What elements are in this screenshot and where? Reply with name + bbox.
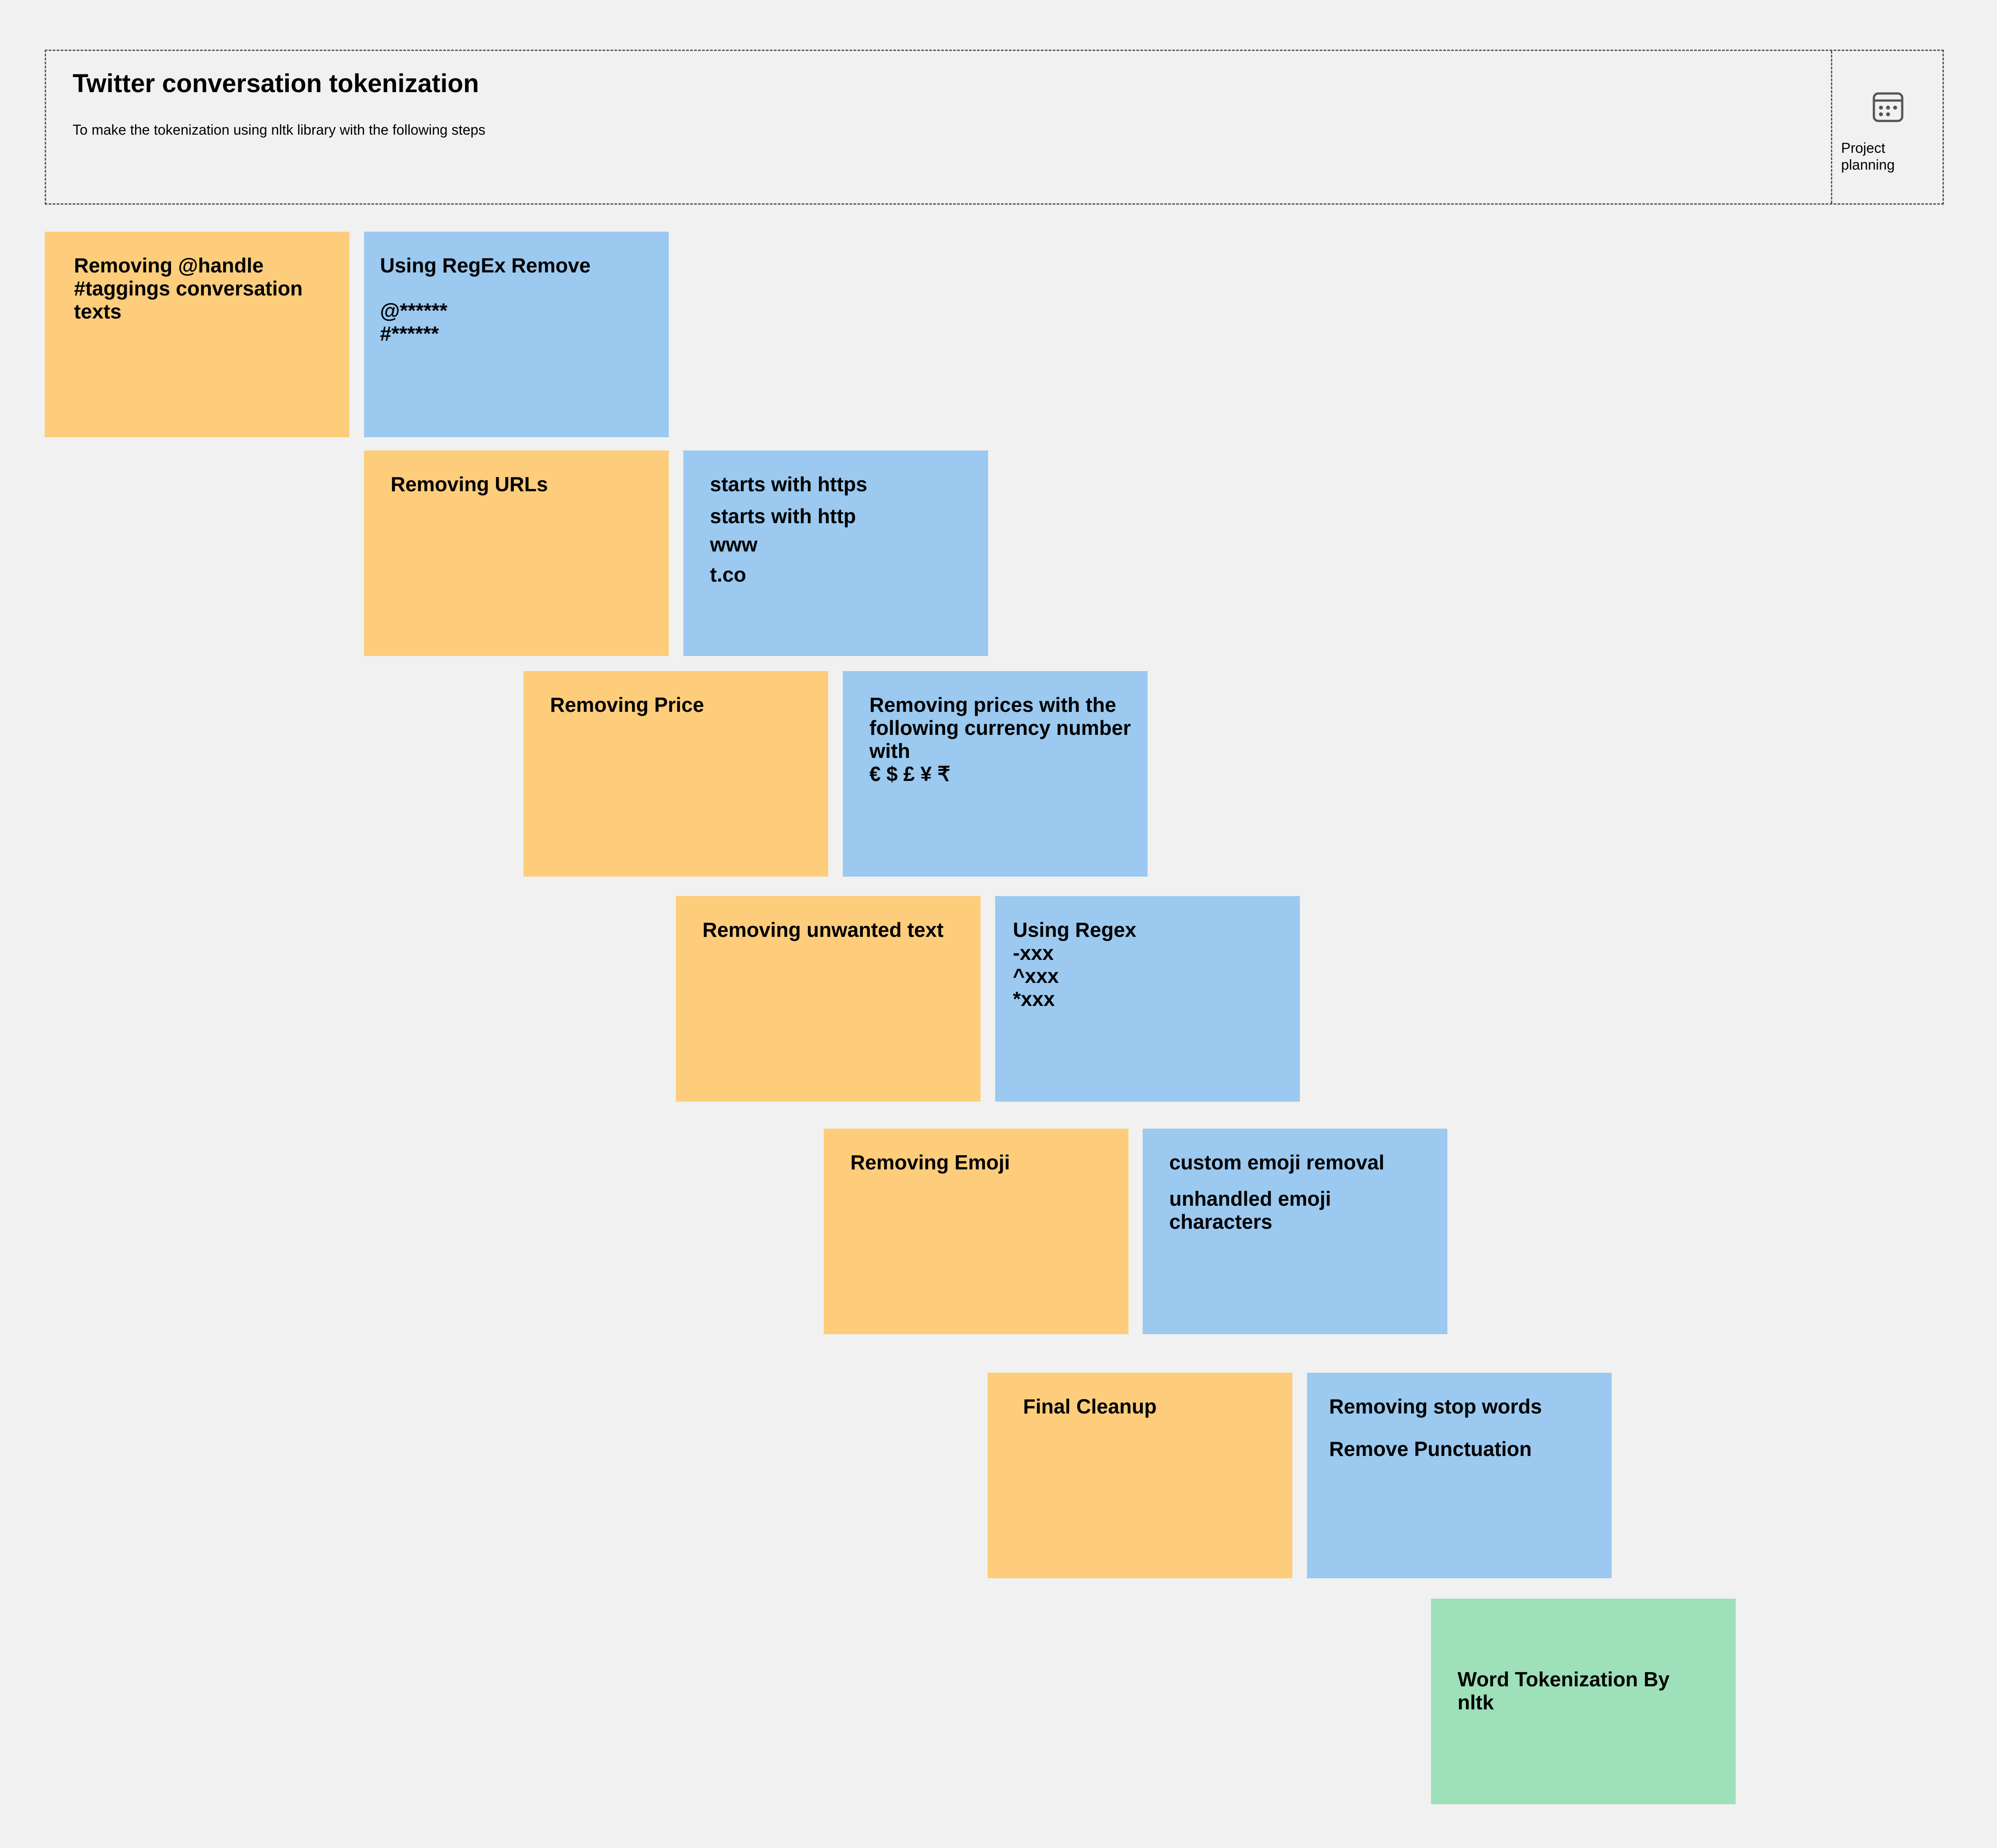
step-note-emoji[interactable]: Removing Emoji (824, 1129, 1128, 1334)
step-label: Removing unwanted text (702, 918, 944, 941)
detail-line: starts with https (710, 473, 868, 496)
step-note-price[interactable]: Removing Price (523, 671, 828, 877)
step-label: Removing URLs (391, 473, 548, 496)
final-note-word-tokenization[interactable]: Word Tokenization By nltk (1431, 1599, 1736, 1804)
step-label: Removing Emoji (850, 1151, 1010, 1174)
project-planning-panel[interactable]: Project planning (1832, 51, 1944, 203)
step-note-final-cleanup[interactable]: Final Cleanup (988, 1373, 1292, 1578)
header-frame: Twitter conversation tokenization To mak… (45, 50, 1944, 205)
detail-note-price[interactable]: Removing prices with the following curre… (843, 671, 1148, 877)
step-note-unwanted-text[interactable]: Removing unwanted text (676, 896, 981, 1102)
detail-line: *xxx (1013, 987, 1055, 1010)
page-title: Twitter conversation tokenization (73, 69, 479, 98)
detail-line: Removing prices with the following curre… (869, 693, 1131, 762)
detail-note-urls[interactable]: starts with https starts with http www t… (683, 450, 988, 656)
detail-line: starts with http (710, 505, 856, 528)
header-main: Twitter conversation tokenization To mak… (46, 51, 1832, 203)
detail-line: € $ £ ¥ ₹ (869, 762, 950, 785)
step-label: Final Cleanup (1023, 1395, 1157, 1418)
page-subtitle: To make the tokenization using nltk libr… (73, 122, 486, 138)
detail-note-emoji[interactable]: custom emoji removal unhandled emoji cha… (1143, 1129, 1447, 1334)
detail-line: #****** (380, 322, 439, 345)
detail-note-unwanted-text[interactable]: Using Regex -xxx ^xxx *xxx (995, 896, 1300, 1102)
detail-note-final-cleanup[interactable]: Removing stop words Remove Punctuation (1307, 1373, 1612, 1578)
detail-line: @****** (380, 299, 448, 322)
step-label: Removing @handle #taggings conversation … (74, 254, 303, 323)
detail-note-handles[interactable]: Using RegEx Remove @****** #****** (364, 232, 669, 437)
calendar-icon (1871, 90, 1905, 124)
step-note-handles[interactable]: Removing @handle #taggings conversation … (45, 232, 349, 437)
final-label: Word Tokenization By nltk (1458, 1668, 1670, 1714)
detail-line: Using Regex (1013, 918, 1136, 941)
detail-line: Remove Punctuation (1329, 1437, 1532, 1460)
detail-line: Removing stop words (1329, 1395, 1542, 1418)
detail-line: t.co (710, 563, 746, 586)
detail-line: www (710, 533, 758, 556)
detail-line: unhandled emoji characters (1169, 1187, 1331, 1233)
step-label: Removing Price (550, 693, 704, 716)
detail-line: -xxx (1013, 941, 1054, 964)
step-note-urls[interactable]: Removing URLs (364, 450, 669, 656)
project-planning-label: Project planning (1841, 140, 1895, 173)
detail-line: ^xxx (1013, 964, 1059, 987)
detail-line: custom emoji removal (1169, 1151, 1384, 1174)
detail-line: Using RegEx Remove (380, 254, 591, 277)
